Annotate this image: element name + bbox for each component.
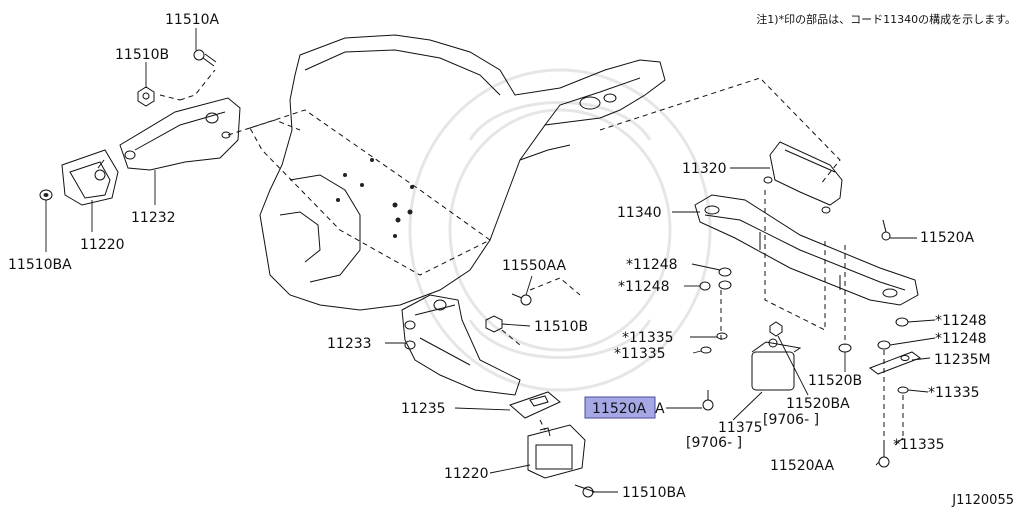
label-11550aa[interactable]: 11550AA — [502, 258, 567, 274]
washers-11335-left — [700, 332, 728, 354]
transmission-illustration — [249, 34, 841, 311]
label-11510ba-bottom[interactable]: 11510BA — [622, 485, 686, 501]
label-11340[interactable]: 11340 — [617, 205, 662, 221]
bolt-11520b — [838, 343, 852, 353]
crossmember-11340 — [694, 194, 919, 306]
plate-11235 — [509, 391, 561, 419]
label-11248-c[interactable]: *11248 — [935, 313, 987, 329]
label-11220-bottom[interactable]: 11220 — [444, 466, 489, 482]
bolt-11520a-highlight-part — [702, 390, 714, 411]
label-11335-b[interactable]: *11335 — [614, 346, 666, 362]
bolt-11510a — [193, 49, 217, 67]
left-mount-group — [39, 49, 301, 206]
label-11248-a[interactable]: *11248 — [626, 257, 678, 273]
highlight-box — [584, 396, 656, 419]
bolt-11520a-right — [881, 219, 891, 241]
label-11248-d[interactable]: *11248 — [935, 331, 987, 347]
label-11335-d[interactable]: *11335 — [893, 437, 945, 453]
label-11375[interactable]: 11375 — [718, 420, 763, 436]
bracket-11232 — [119, 97, 241, 171]
label-11520a-highlight-text: 11520A — [592, 401, 647, 417]
diagram-code: J1120055 — [951, 493, 1014, 508]
part-labels: 11510A 11510B 11510BA 11220 11232 11550A… — [8, 12, 991, 501]
leader-lines — [45, 28, 936, 493]
bracket-11320 — [763, 141, 843, 214]
nut-11510b-left — [137, 86, 155, 107]
label-11233[interactable]: 11233 — [327, 336, 372, 352]
label-11520a-suffix: A — [655, 401, 665, 417]
label-11520aa[interactable]: 11520AA — [770, 458, 835, 474]
label-11375-range: [9706- ] — [686, 435, 742, 451]
bolt-11520aa — [878, 445, 890, 468]
washer-11510ba-left — [39, 189, 53, 201]
label-11520ba[interactable]: 11520BA — [786, 396, 850, 412]
label-11520a-highlighted[interactable]: 11520A A — [584, 396, 665, 419]
label-11235m[interactable]: 11235M — [934, 352, 991, 368]
label-11510ba-left[interactable]: 11510BA — [8, 257, 72, 273]
nut-11510b-mid — [485, 315, 503, 333]
watermark-emblem — [408, 68, 712, 392]
label-11248-b[interactable]: *11248 — [618, 279, 670, 295]
plate-11235m — [868, 351, 922, 375]
label-11520ba-range: [9706- ] — [763, 412, 819, 428]
label-11520a-right[interactable]: 11520A — [920, 230, 975, 246]
label-11510b-left[interactable]: 11510B — [115, 47, 169, 63]
label-11335-a[interactable]: *11335 — [622, 330, 674, 346]
label-11510b-mid[interactable]: 11510B — [534, 319, 588, 335]
label-11510a[interactable]: 11510A — [165, 12, 220, 28]
label-11335-c[interactable]: *11335 — [928, 385, 980, 401]
bracket-11233 — [401, 294, 521, 396]
insulator-11220-bottom — [527, 424, 586, 479]
label-11232[interactable]: 11232 — [131, 210, 176, 226]
bolt-11550aa — [511, 293, 532, 306]
center-mount-group — [401, 277, 596, 498]
label-11520b[interactable]: 11520B — [808, 373, 862, 389]
insulator-11220-left — [61, 149, 119, 206]
label-11235[interactable]: 11235 — [401, 401, 446, 417]
nut-11520ba — [769, 321, 783, 337]
label-11320[interactable]: 11320 — [682, 161, 727, 177]
note-text: 注1)*印の部品は、コード11340の構成を示します。 — [756, 12, 1016, 26]
label-11220-left[interactable]: 11220 — [80, 237, 125, 253]
bolt-11510ba-bottom — [574, 484, 596, 498]
washer-11335-right — [897, 386, 909, 394]
